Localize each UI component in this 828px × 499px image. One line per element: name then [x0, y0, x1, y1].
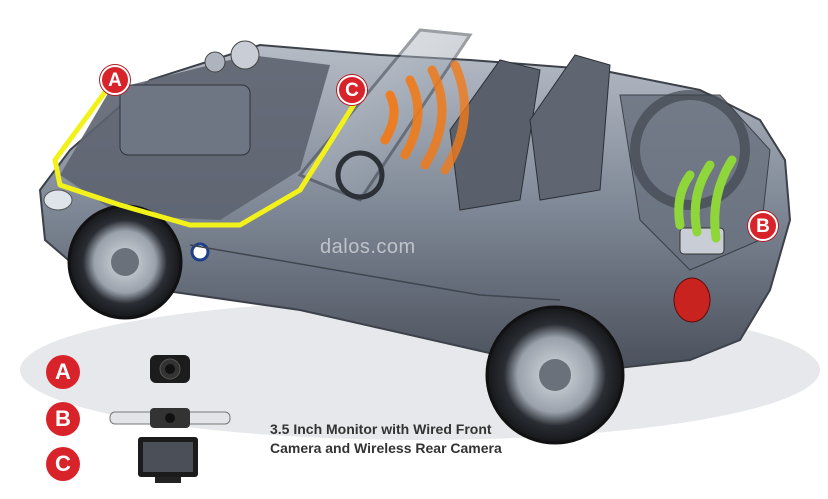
front-headlight	[43, 189, 73, 211]
product-caption: 3.5 Inch Monitor with Wired Front Camera…	[270, 420, 550, 458]
marker-b-label: B	[756, 215, 770, 237]
marker-a-label: A	[108, 69, 122, 91]
rear-wheel-spare	[630, 90, 750, 210]
marker-monitor: C	[337, 75, 367, 105]
camera-wire	[52, 85, 363, 228]
legend-marker-b: B	[46, 402, 80, 436]
steering-wheel	[335, 150, 385, 200]
caption-line-1: 3.5 Inch Monitor with Wired Front	[270, 421, 492, 437]
engine-cap	[230, 40, 260, 70]
rear-taillight	[673, 277, 711, 323]
legend-marker-a: A	[46, 355, 80, 389]
legend-b-label: B	[55, 406, 71, 431]
seat-driver	[449, 59, 541, 211]
marker-c-label: C	[345, 79, 359, 101]
seat-passenger	[529, 54, 611, 201]
body-crease	[189, 244, 561, 301]
monitor-thumbnail	[138, 437, 198, 483]
legend-marker-c: C	[46, 447, 80, 481]
watermark: dalos.com	[320, 236, 416, 258]
legend-a-label: A	[55, 359, 71, 384]
marker-front-camera: A	[100, 65, 130, 95]
rear-camera-signal-arcs	[674, 155, 737, 243]
monitor-signal-arcs	[380, 60, 469, 175]
caption-line-2: Camera and Wireless Rear Camera	[270, 440, 502, 456]
engine-block	[119, 84, 251, 156]
legend-c-label: C	[55, 451, 71, 476]
windshield	[297, 28, 473, 202]
engine-cap-2	[204, 51, 226, 73]
marker-rear-camera: B	[748, 211, 778, 241]
license-plate-camera-thumbnail	[109, 408, 231, 428]
front-camera-thumbnail	[150, 355, 190, 383]
